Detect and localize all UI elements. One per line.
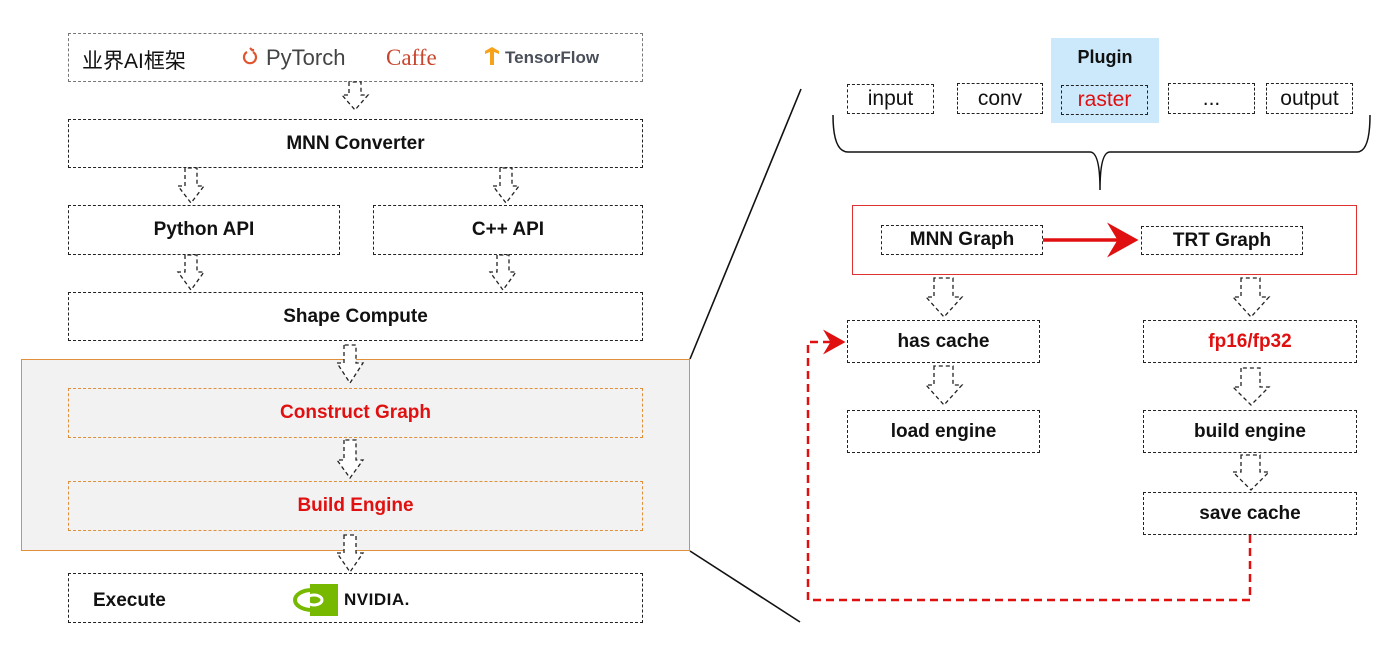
flow-arrow-frameworks <box>340 81 370 111</box>
mnn-graph-box: MNN Graph <box>881 225 1043 255</box>
flow-arrow-cpp <box>491 167 521 205</box>
zoom-line-bottom <box>689 550 801 623</box>
plugin-label: Plugin <box>1077 47 1133 67</box>
op-output: output <box>1266 83 1353 114</box>
graph-conversion-group <box>852 205 1357 275</box>
trt-graph-box: TRT Graph <box>1141 226 1303 255</box>
caffe-logo-text: Caffe <box>386 45 437 70</box>
op-conv: conv <box>957 83 1043 114</box>
load-engine-box: load engine <box>847 410 1040 453</box>
flow-arrow-hascache-load <box>924 365 964 406</box>
flow-arrow-trt-precision <box>1231 277 1271 318</box>
shape-compute-box: Shape Compute <box>68 292 643 341</box>
execute-label: Execute <box>93 590 166 611</box>
flow-arrow-python-shape <box>176 254 206 292</box>
has-cache-box: has cache <box>847 320 1040 363</box>
mnn-converter-box: MNN Converter <box>68 119 643 168</box>
pytorch-icon <box>242 45 258 65</box>
flow-arrow-mnn-hascache <box>924 277 964 318</box>
execute-box <box>68 573 643 623</box>
flow-arrow-build-save <box>1231 454 1271 491</box>
flow-arrow-python <box>176 167 206 205</box>
cache-loop-arrow <box>806 329 1252 602</box>
ops-brace <box>832 114 1371 191</box>
save-cache-box: save cache <box>1143 492 1357 535</box>
cpp-api-box: C++ API <box>373 205 643 255</box>
trt-build-engine-box: build engine <box>1143 410 1357 453</box>
nvidia-icon <box>292 584 338 616</box>
python-api-box: Python API <box>68 205 340 255</box>
frameworks-box <box>68 33 643 82</box>
tensorflow-logo-text: TensorFlow <box>505 48 600 67</box>
construct-graph-box: Construct Graph <box>68 388 643 438</box>
build-engine-box: Build Engine <box>68 481 643 531</box>
op-ellipsis: ... <box>1168 83 1255 114</box>
pytorch-logo-text: PyTorch <box>266 45 346 70</box>
precision-box: fp16/fp32 <box>1143 320 1357 363</box>
tensorflow-icon <box>483 45 499 65</box>
flow-arrow-cpp-shape <box>488 254 518 292</box>
nvidia-logo-text: NVIDIA. <box>344 590 410 609</box>
flow-arrow-precision-build <box>1231 367 1271 406</box>
frameworks-label: 业界AI框架 <box>82 50 186 73</box>
zoom-line-top <box>689 88 802 360</box>
plugin-highlight <box>1051 38 1159 123</box>
op-raster: raster <box>1061 85 1148 115</box>
op-input: input <box>847 84 934 114</box>
